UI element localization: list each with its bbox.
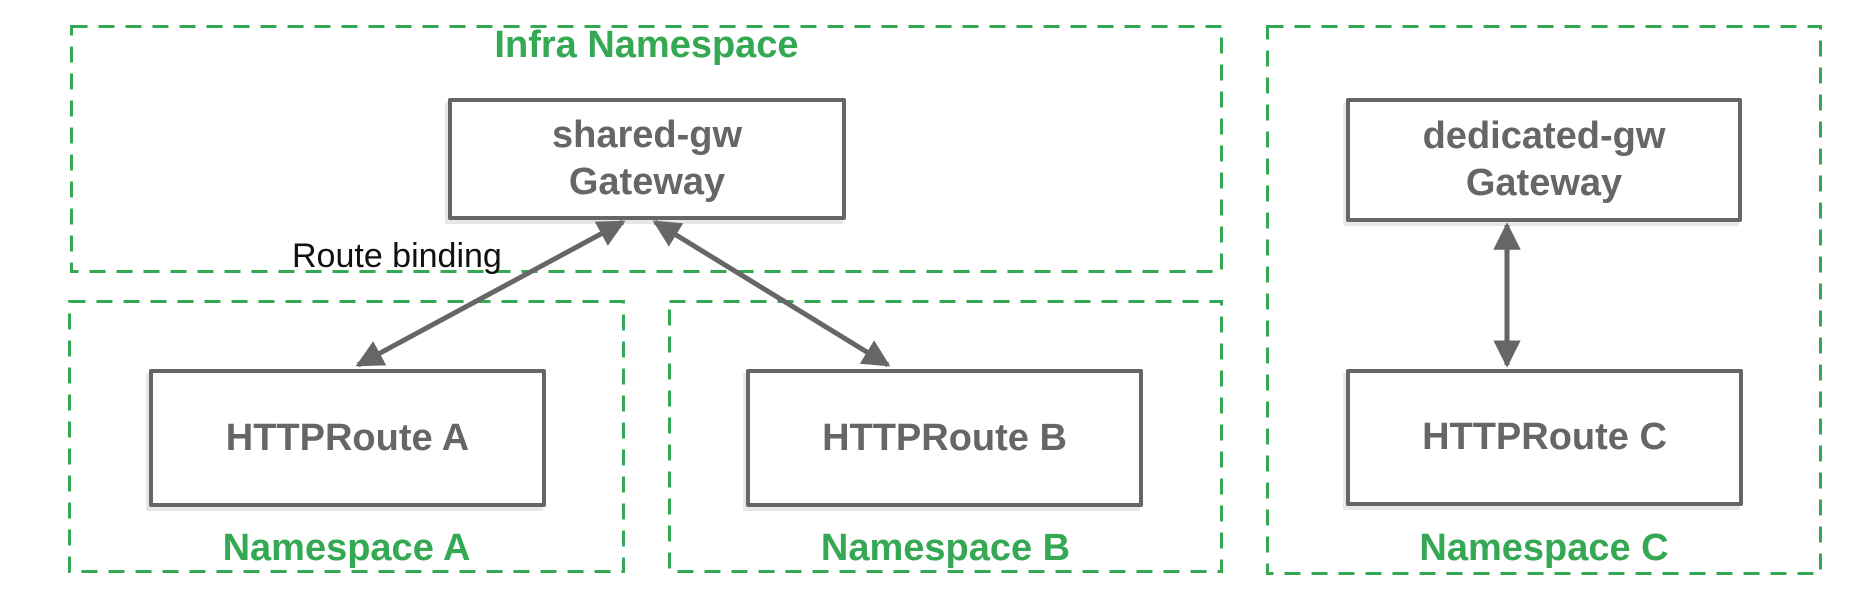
namespace-b-title: Namespace B: [820, 527, 1071, 569]
httproute-b-node: HTTPRoute B: [746, 369, 1143, 507]
httproute-c-label: HTTPRoute C: [1422, 416, 1667, 458]
httproute-b-label: HTTPRoute B: [822, 416, 1067, 459]
httproute-a-label: HTTPRoute A: [225, 416, 470, 459]
dedicated-gw-name: dedicated-gw: [1422, 115, 1666, 157]
arrow-route-b-to-shared-gw: [652, 219, 891, 368]
namespace-c-title: Namespace C: [1419, 527, 1669, 569]
infra-namespace-title: Infra Namespace: [494, 24, 799, 66]
route-binding-label: Route binding: [292, 237, 502, 275]
httproute-c-node: HTTPRoute C: [1346, 369, 1743, 506]
shared-gw-gateway-node: shared-gw Gateway: [448, 98, 846, 220]
dedicated-gw-gateway-node: dedicated-gw Gateway: [1346, 98, 1742, 222]
shared-gw-name: shared-gw: [551, 114, 743, 156]
dedicated-gw-kind: Gateway: [1465, 162, 1623, 204]
shared-gw-kind: Gateway: [568, 161, 726, 203]
httproute-a-node: HTTPRoute A: [149, 369, 546, 507]
namespace-a-title: Namespace A: [222, 527, 471, 569]
